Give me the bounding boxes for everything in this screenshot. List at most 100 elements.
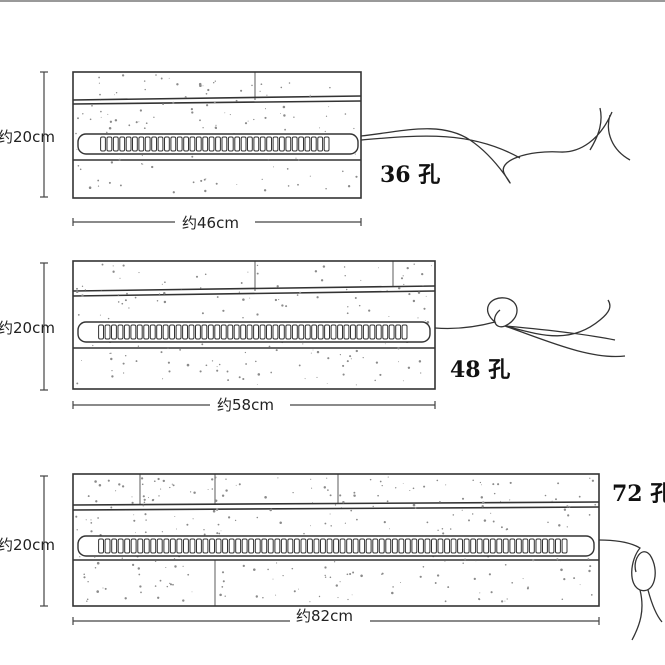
roll-72-group: 约20cm 72 孔 约82cm bbox=[0, 473, 665, 641]
elastic-slot bbox=[483, 538, 490, 554]
elastic-slot bbox=[112, 136, 119, 152]
elastic-slot bbox=[248, 538, 255, 554]
elastic-slot bbox=[189, 538, 196, 554]
elastic-slot bbox=[388, 324, 395, 340]
elastic-slot bbox=[266, 324, 272, 340]
elastic-band-2 bbox=[77, 321, 431, 343]
elastic-slot bbox=[202, 538, 209, 554]
elastic-slot bbox=[280, 538, 287, 554]
elastic-slot bbox=[369, 324, 376, 340]
elastic-slot bbox=[240, 136, 247, 152]
elastic-slot bbox=[176, 136, 183, 152]
elastic-slot bbox=[313, 538, 320, 554]
elastic-slot bbox=[411, 538, 418, 554]
elastic-slot bbox=[362, 324, 369, 340]
elastic-slot bbox=[404, 538, 411, 554]
elastic-slot bbox=[323, 136, 330, 152]
elastic-slot bbox=[298, 324, 305, 340]
elastic-slot bbox=[227, 324, 234, 340]
elastic-slot bbox=[234, 136, 241, 152]
elastic-slot bbox=[222, 538, 229, 554]
elastic-slot bbox=[117, 324, 124, 340]
elastic-slot bbox=[285, 324, 292, 340]
elastic-slot bbox=[291, 324, 298, 340]
elastic-slot bbox=[125, 136, 132, 152]
elastic-slot bbox=[124, 538, 131, 554]
elastic-slot bbox=[215, 538, 222, 554]
elastic-slot bbox=[220, 324, 227, 340]
elastic-slot bbox=[356, 324, 363, 340]
elastic-slot bbox=[266, 136, 273, 152]
elastic-slot bbox=[151, 136, 157, 152]
elastic-slot bbox=[431, 538, 437, 554]
elastic-slot bbox=[476, 538, 483, 554]
elastic-slot bbox=[228, 538, 235, 554]
elastic-slot bbox=[311, 324, 318, 340]
elastic-slot bbox=[246, 324, 253, 340]
elastic-slot bbox=[333, 538, 340, 554]
elastic-slot bbox=[278, 324, 285, 340]
tie-string-3 bbox=[598, 539, 663, 641]
elastic-slot bbox=[195, 136, 202, 152]
elastic-slot bbox=[156, 538, 163, 554]
elastic-slot bbox=[111, 538, 118, 554]
elastic-slot bbox=[304, 136, 311, 152]
elastic-slot bbox=[555, 538, 561, 554]
elastic-slot bbox=[130, 324, 137, 340]
elastic-slot bbox=[450, 538, 457, 554]
elastic-slot bbox=[137, 538, 144, 554]
elastic-slot bbox=[227, 136, 234, 152]
elastic-slot bbox=[163, 538, 170, 554]
elastic-slot bbox=[156, 324, 163, 340]
elastic-slot bbox=[175, 324, 182, 340]
elastic-slot bbox=[496, 538, 503, 554]
elastic-slot bbox=[274, 538, 281, 554]
elastic-slot bbox=[119, 136, 126, 152]
elastic-slot bbox=[561, 538, 568, 554]
elastic-slot bbox=[162, 324, 169, 340]
elastic-slot bbox=[424, 538, 431, 554]
elastic-slot bbox=[489, 538, 496, 554]
elastic-slot bbox=[235, 538, 242, 554]
elastic-slot bbox=[157, 136, 164, 152]
elastic-slot bbox=[176, 538, 183, 554]
elastic-slot bbox=[207, 324, 214, 340]
height-label-2: 约20cm bbox=[0, 319, 55, 337]
elastic-slot bbox=[208, 136, 215, 152]
elastic-slot bbox=[444, 538, 451, 554]
elastic-slot bbox=[365, 538, 372, 554]
elastic-slot bbox=[398, 538, 405, 554]
elastic-band-1 bbox=[77, 133, 359, 155]
height-dimension-3 bbox=[40, 475, 48, 607]
elastic-slot bbox=[104, 538, 111, 554]
elastic-slot bbox=[267, 538, 274, 554]
elastic-slot bbox=[169, 324, 176, 340]
tie-string-2 bbox=[434, 297, 626, 358]
hole-count-1: 36 孔 bbox=[380, 162, 440, 188]
elastic-slot bbox=[253, 136, 260, 152]
elastic-slot bbox=[317, 324, 324, 340]
elastic-slot bbox=[304, 324, 311, 340]
elastic-slot bbox=[130, 538, 137, 554]
elastic-slot bbox=[259, 136, 266, 152]
elastic-slot bbox=[170, 136, 177, 152]
height-dimension-2 bbox=[40, 262, 48, 391]
elastic-slot bbox=[132, 136, 138, 152]
elastic-slot bbox=[470, 538, 477, 554]
elastic-slot bbox=[144, 136, 151, 152]
height-label-3: 约20cm bbox=[0, 536, 55, 554]
elastic-slot bbox=[169, 538, 176, 554]
elastic-slot bbox=[143, 538, 150, 554]
elastic-slot bbox=[391, 538, 398, 554]
height-dimension-1 bbox=[40, 71, 48, 198]
elastic-slot bbox=[372, 538, 379, 554]
elastic-slot bbox=[247, 136, 253, 152]
elastic-slot bbox=[330, 324, 337, 340]
elastic-slot bbox=[522, 538, 529, 554]
elastic-slot bbox=[509, 538, 516, 554]
elastic-slot bbox=[437, 538, 444, 554]
elastic-slot bbox=[202, 136, 209, 152]
elastic-slot bbox=[528, 538, 535, 554]
elastic-band-3 bbox=[77, 535, 595, 557]
elastic-slot bbox=[359, 538, 366, 554]
